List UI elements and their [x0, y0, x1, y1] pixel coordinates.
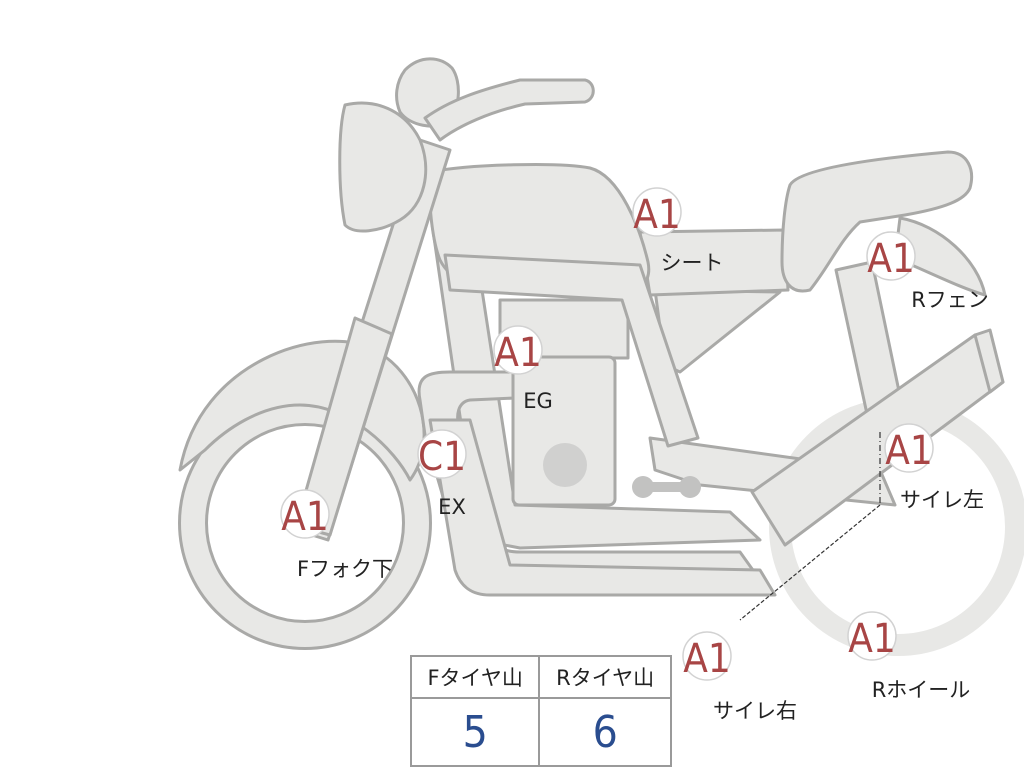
rear-fender: [893, 216, 987, 297]
marker-muffler-left: A1 サイレ左: [884, 423, 984, 512]
side-cover: [653, 288, 782, 374]
marker-front-fork: A1 Fフォク下: [280, 489, 393, 581]
svg-text:Fフォク下: Fフォク下: [297, 557, 393, 581]
front-tread-value: 5: [409, 697, 541, 767]
svg-text:A1: A1: [683, 636, 731, 682]
svg-text:A1: A1: [494, 330, 542, 376]
svg-text:A1: A1: [848, 616, 896, 662]
seat: [780, 150, 973, 293]
svg-text:EG: EG: [523, 389, 553, 413]
rear-tread-header: Rタイヤ山: [538, 655, 672, 699]
svg-text:Rフェン: Rフェン: [911, 288, 989, 312]
fork-lower: [294, 316, 394, 537]
svg-text:A1: A1: [867, 236, 915, 282]
svg-text:C1: C1: [418, 434, 466, 480]
handlebar: [423, 78, 595, 142]
svg-text:EX: EX: [438, 495, 466, 519]
tire-tread-table: Fタイヤ山 Rタイヤ山 5 6: [409, 655, 672, 767]
leader-line-right: [739, 504, 881, 621]
marker-engine: A1 EG: [493, 325, 553, 413]
muffler-end: [973, 328, 1005, 394]
marker-exhaust: C1 EX: [417, 429, 467, 519]
engine-case: [511, 355, 617, 507]
front-tread-header: Fタイヤ山: [409, 655, 541, 699]
rear-tread-value: 6: [538, 697, 672, 767]
exhaust-pipe-lower: [428, 418, 777, 597]
frame-spine: [443, 253, 700, 448]
footpeg: [632, 476, 701, 498]
svg-text:A1: A1: [885, 428, 933, 474]
svg-text:サイレ右: サイレ右: [713, 699, 797, 723]
marker-rear-wheel: A1 Rホイール: [847, 611, 971, 702]
svg-text:サイレ左: サイレ左: [900, 488, 984, 512]
marker-seat: A1 シート: [632, 187, 724, 275]
headlight: [338, 101, 428, 233]
svg-text:A1: A1: [633, 192, 681, 238]
engine-cover: [543, 443, 587, 487]
front-wheel: [178, 396, 432, 650]
svg-text:シート: シート: [661, 251, 724, 275]
svg-text:A1: A1: [281, 494, 329, 540]
svg-text:Rホイール: Rホイール: [872, 678, 971, 702]
marker-rear-fender: A1 Rフェン: [866, 231, 989, 312]
marker-muffler-right: A1 サイレ右: [682, 631, 797, 723]
